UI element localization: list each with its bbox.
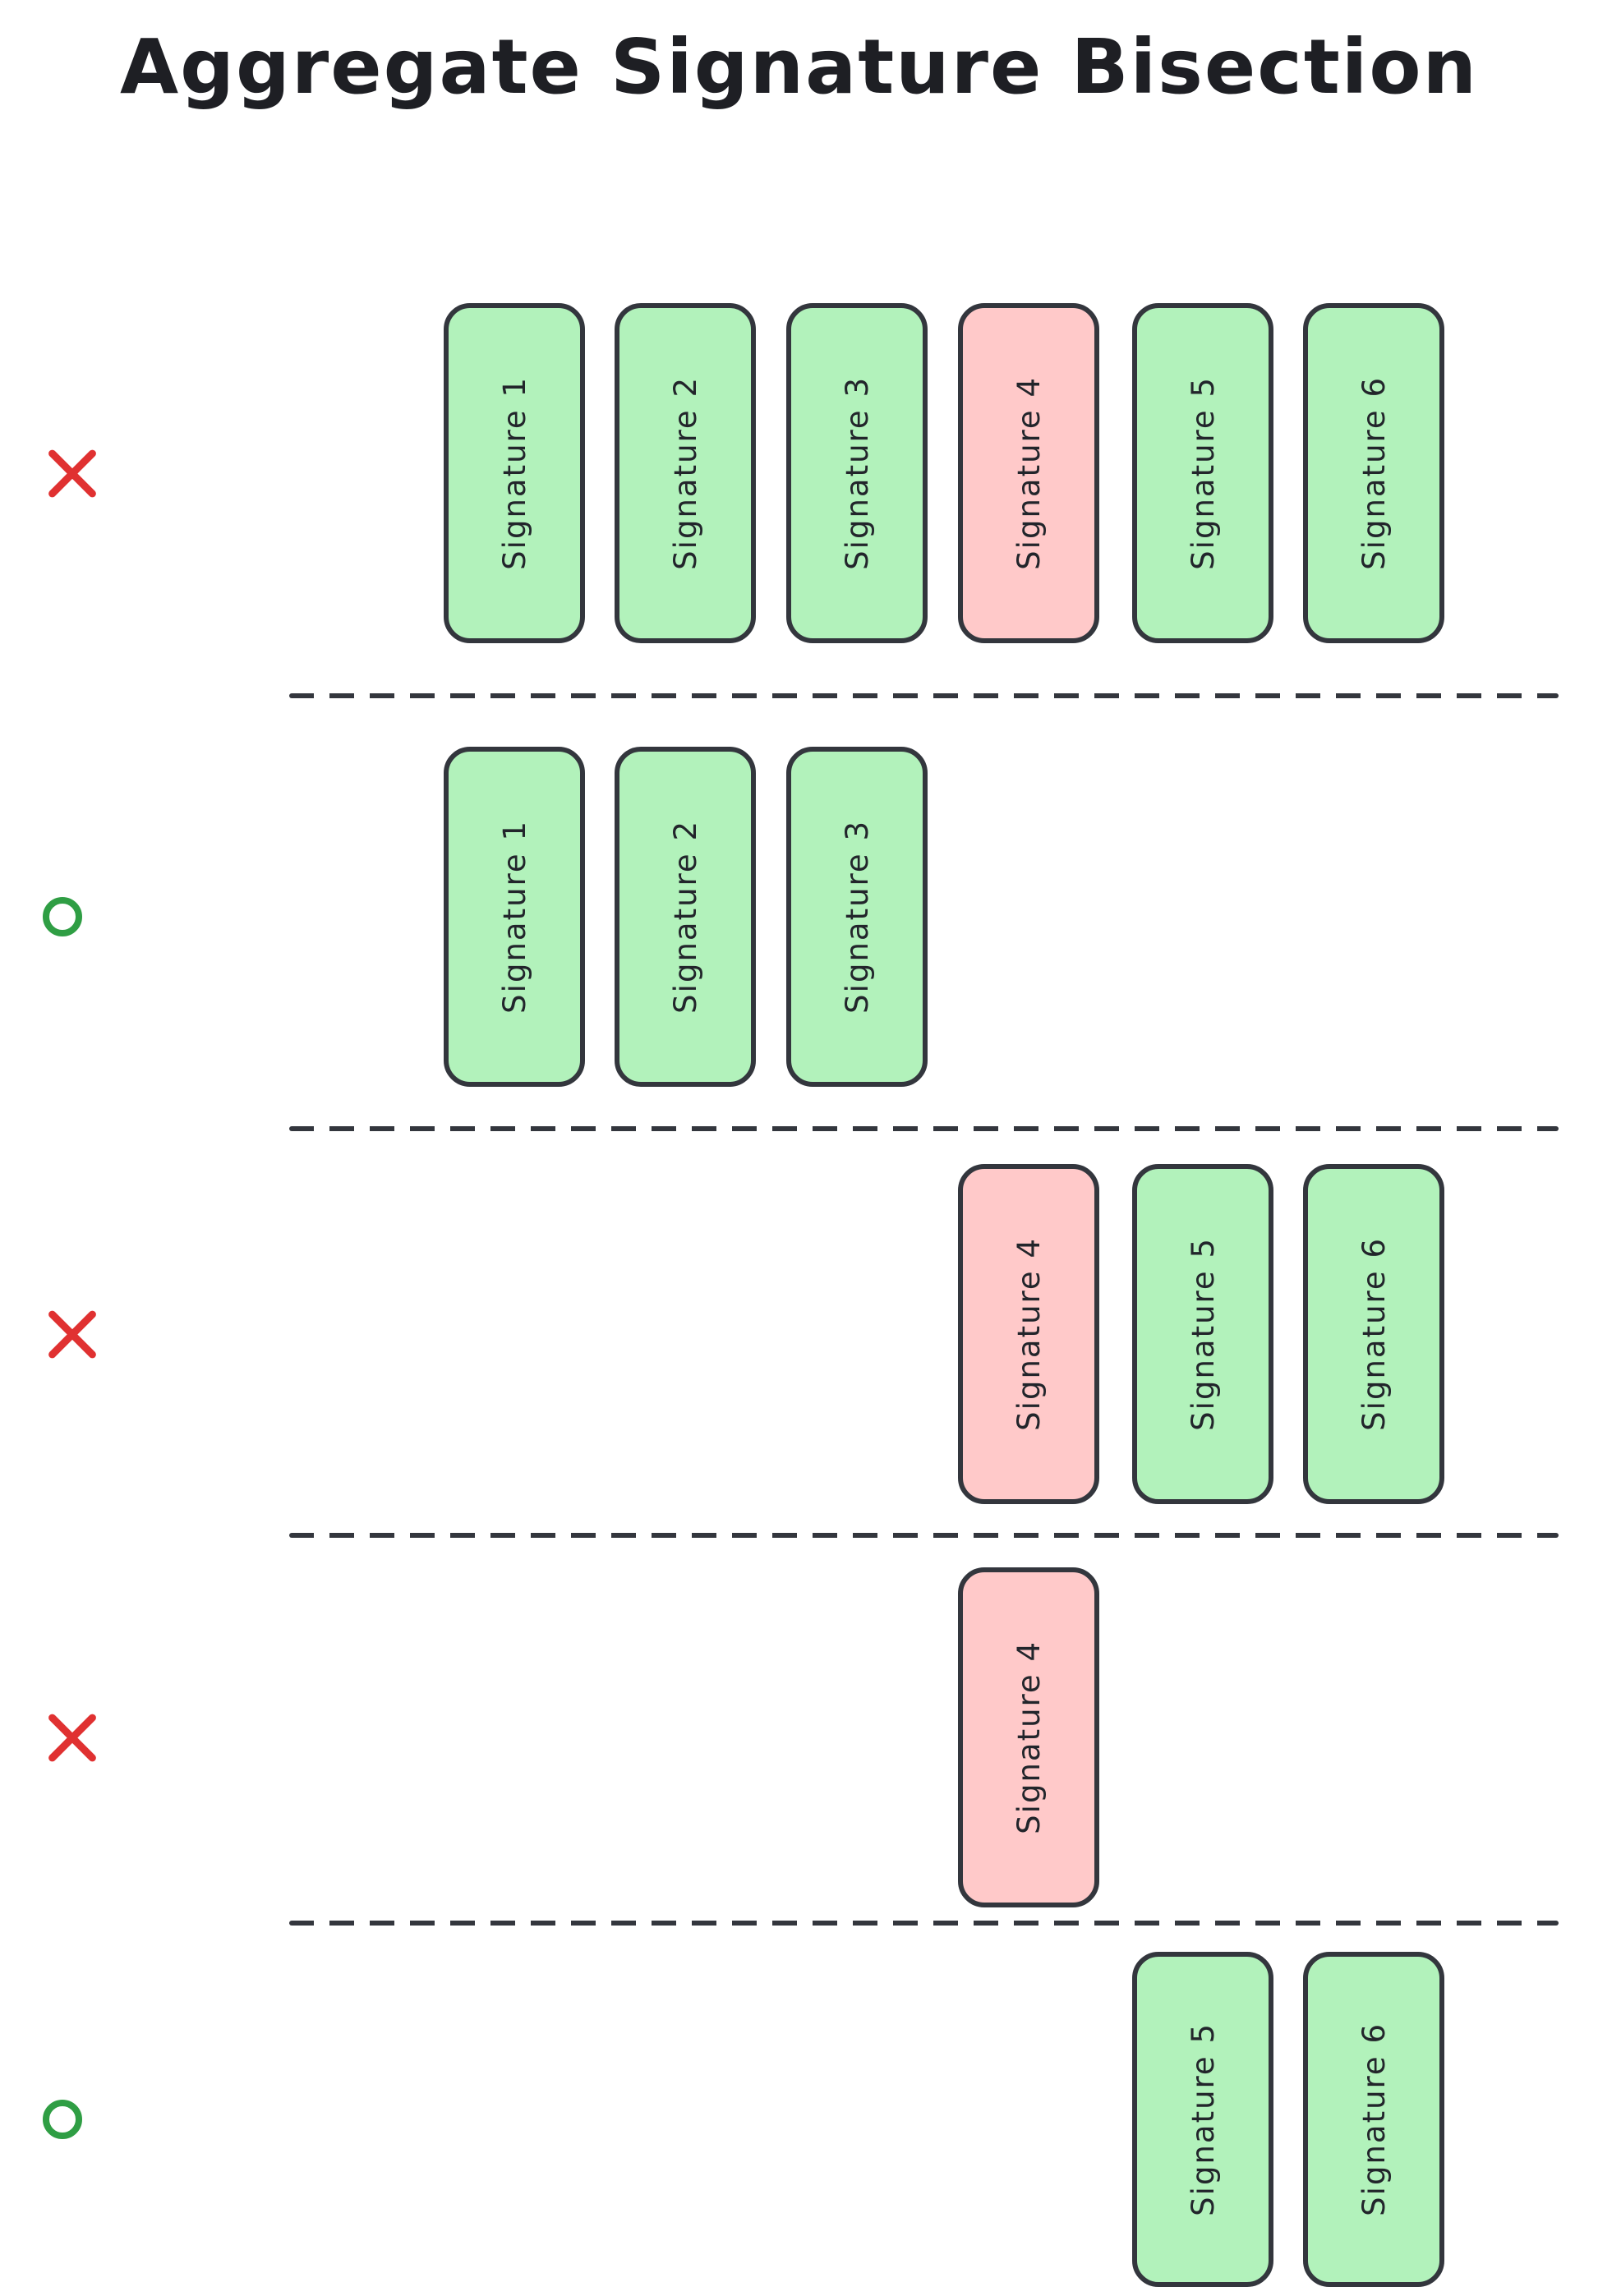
signature-label: Signature 1: [496, 376, 532, 570]
signature-box: Signature 3: [786, 303, 928, 643]
page-title: Aggregate Signature Bisection: [119, 23, 1479, 111]
signature-label: Signature 3: [839, 820, 875, 1014]
signature-box: Signature 1: [444, 303, 585, 643]
signature-box: Signature 6: [1303, 1952, 1444, 2287]
fail-x-icon: [43, 444, 102, 503]
row-divider: [289, 693, 1559, 698]
row-divider: [289, 1533, 1559, 1538]
signature-box: Signature 6: [1303, 1164, 1444, 1504]
pass-circle-icon: [43, 897, 82, 936]
signature-box: Signature 1: [444, 747, 585, 1087]
signature-label: Signature 6: [1356, 376, 1392, 570]
bisection-row-1: Signature 1 Signature 2 Signature 3 Sign…: [0, 303, 1598, 643]
signature-box: Signature 5: [1132, 303, 1273, 643]
bisection-row-4: Signature 4: [0, 1567, 1598, 1907]
bisection-row-5: Signature 5 Signature 6: [0, 1952, 1598, 2287]
row-divider: [289, 1126, 1559, 1131]
signature-label: Signature 1: [496, 820, 532, 1014]
signature-label: Signature 2: [667, 820, 703, 1014]
bisection-row-2: Signature 1 Signature 2 Signature 3: [0, 747, 1598, 1087]
signature-box: Signature 4: [958, 1567, 1099, 1907]
pass-circle-icon: [43, 2100, 82, 2139]
signature-label: Signature 6: [1356, 1237, 1392, 1431]
signature-box: Signature 6: [1303, 303, 1444, 643]
signature-label: Signature 2: [667, 376, 703, 570]
signature-box: Signature 4: [958, 303, 1099, 643]
signature-label: Signature 4: [1011, 1640, 1047, 1834]
signature-box: Signature 2: [615, 303, 756, 643]
signature-box: Signature 2: [615, 747, 756, 1087]
signature-label: Signature 4: [1011, 376, 1047, 570]
bisection-row-3: Signature 4 Signature 5 Signature 6: [0, 1164, 1598, 1504]
signature-label: Signature 5: [1185, 376, 1221, 570]
fail-x-icon: [43, 1304, 102, 1364]
signature-label: Signature 5: [1185, 2022, 1221, 2216]
signature-label: Signature 6: [1356, 2022, 1392, 2216]
signature-label: Signature 4: [1011, 1237, 1047, 1431]
signature-box: Signature 3: [786, 747, 928, 1087]
signature-box: Signature 5: [1132, 1952, 1273, 2287]
fail-x-icon: [43, 1708, 102, 1767]
signature-box: Signature 4: [958, 1164, 1099, 1504]
signature-label: Signature 5: [1185, 1237, 1221, 1431]
row-divider: [289, 1921, 1559, 1926]
signature-box: Signature 5: [1132, 1164, 1273, 1504]
signature-label: Signature 3: [839, 376, 875, 570]
